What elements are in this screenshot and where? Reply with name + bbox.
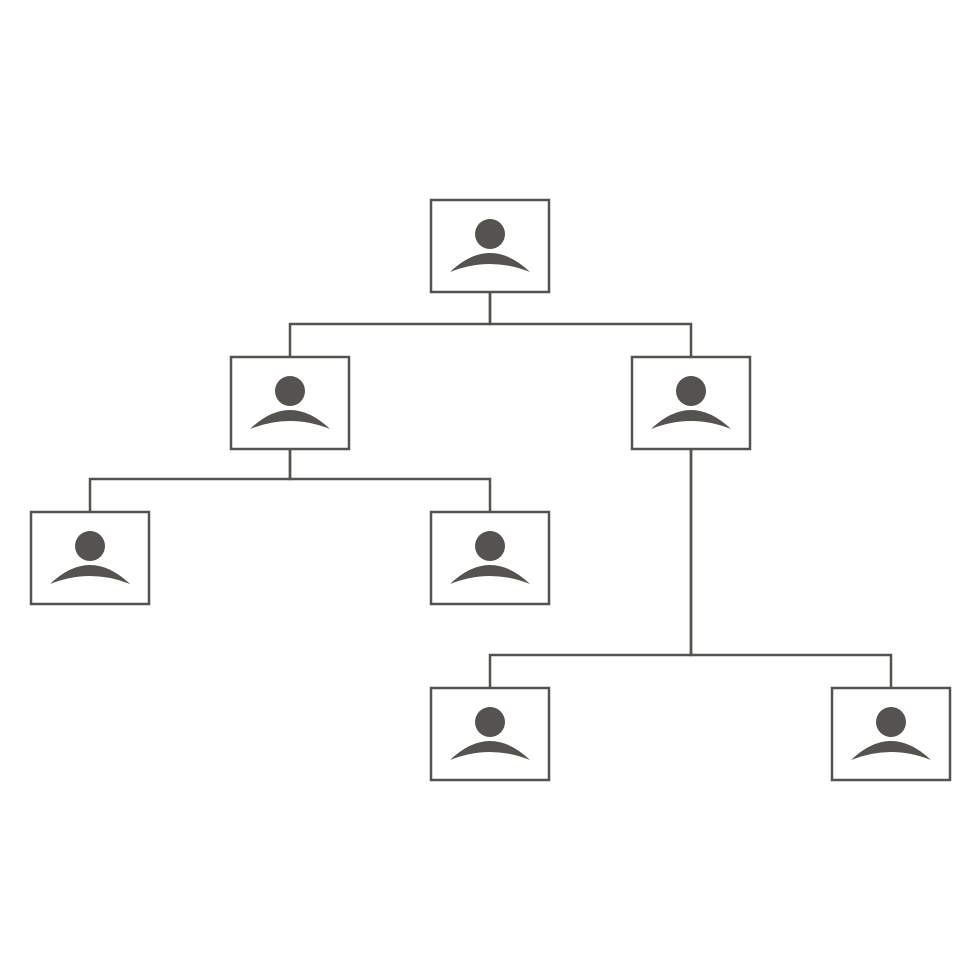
person-icon [450, 219, 530, 272]
node-root [429, 198, 551, 294]
node-left-right [429, 510, 551, 606]
connector-left-to-left-right [288, 449, 492, 512]
connector-left-to-left-left [88, 449, 292, 512]
person-head [475, 219, 505, 249]
person-shoulders [851, 741, 931, 760]
connectors [88, 292, 893, 688]
node-left-left [29, 510, 151, 606]
person-head [275, 376, 305, 406]
node-right-left [429, 686, 551, 782]
connector-right-to-right-right [689, 449, 893, 688]
person-head [475, 707, 505, 737]
person-shoulders [450, 253, 530, 272]
person-icon [450, 707, 530, 760]
person-icon [651, 376, 731, 429]
node-left [229, 355, 351, 451]
person-head [475, 531, 505, 561]
nodes [29, 198, 952, 782]
person-head [676, 376, 706, 406]
person-icon [50, 531, 130, 584]
person-shoulders [450, 565, 530, 584]
person-head [75, 531, 105, 561]
node-right-right [830, 686, 952, 782]
connector-root-to-right [488, 292, 693, 357]
person-icon [851, 707, 931, 760]
person-head [876, 707, 906, 737]
connector-root-to-left [288, 292, 492, 357]
person-shoulders [651, 410, 731, 429]
person-shoulders [250, 410, 330, 429]
person-icon [250, 376, 330, 429]
node-right [630, 355, 752, 451]
person-shoulders [450, 741, 530, 760]
person-shoulders [50, 565, 130, 584]
person-icon [450, 531, 530, 584]
